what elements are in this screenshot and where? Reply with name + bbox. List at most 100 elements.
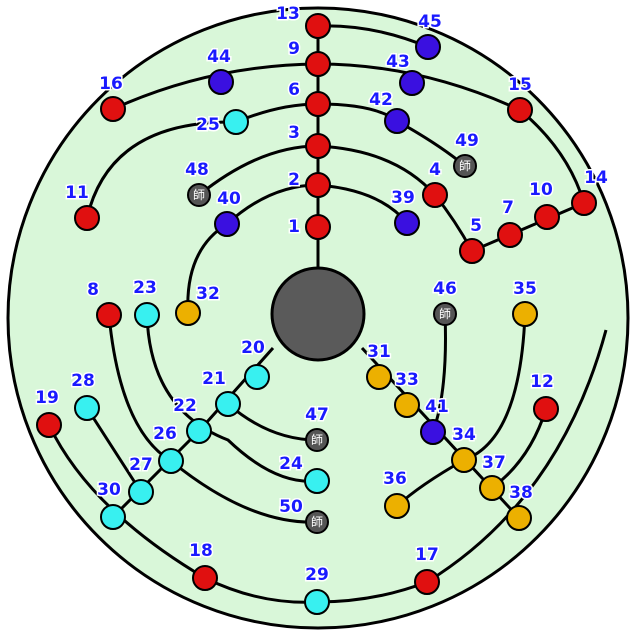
- board-node-12[interactable]: 12: [529, 371, 559, 422]
- board-node-48[interactable]: 師48: [184, 159, 211, 207]
- board-node-26[interactable]: 26: [152, 423, 184, 474]
- red-node-circle[interactable]: [305, 13, 331, 39]
- board-node-16[interactable]: 16: [98, 73, 126, 122]
- cyan-node-circle[interactable]: [74, 395, 100, 421]
- cyan-node-circle[interactable]: [100, 504, 126, 530]
- board-node-47[interactable]: 師47: [304, 404, 330, 452]
- yellow-node-circle[interactable]: [394, 392, 420, 418]
- red-node-circle[interactable]: [497, 222, 523, 248]
- red-node-circle[interactable]: [507, 97, 533, 123]
- blue-node-circle[interactable]: [208, 69, 234, 95]
- red-node-circle[interactable]: [305, 91, 331, 117]
- cyan-node-circle[interactable]: [128, 479, 154, 505]
- red-node-circle[interactable]: [534, 204, 560, 230]
- board-node-36[interactable]: 36: [382, 468, 410, 519]
- cyan-node-circle[interactable]: [158, 448, 184, 474]
- board-node-45[interactable]: 45: [415, 11, 443, 60]
- blue-node-circle[interactable]: [415, 34, 441, 60]
- yellow-node-circle[interactable]: [451, 447, 477, 473]
- red-node-circle[interactable]: [100, 96, 126, 122]
- yellow-node-circle[interactable]: [384, 493, 410, 519]
- board-node-31[interactable]: 31: [366, 341, 392, 390]
- cyan-node-circle[interactable]: [215, 391, 241, 417]
- board-node-39[interactable]: 39: [390, 187, 420, 236]
- red-node-circle[interactable]: [192, 565, 218, 591]
- yellow-node-circle[interactable]: [175, 300, 201, 326]
- board-node-46[interactable]: 師46: [432, 278, 458, 326]
- gray-node-circle[interactable]: [305, 428, 329, 452]
- board-node-34[interactable]: 34: [451, 424, 477, 473]
- board-node-29[interactable]: 29: [304, 564, 330, 615]
- board-node-41[interactable]: 41: [420, 396, 450, 445]
- cyan-node-circle[interactable]: [134, 302, 160, 328]
- red-node-circle[interactable]: [36, 412, 62, 438]
- board-node-11[interactable]: 11: [64, 182, 100, 231]
- board-node-43[interactable]: 43: [385, 51, 425, 96]
- board-node-33[interactable]: 33: [394, 369, 420, 418]
- board-node-15[interactable]: 15: [507, 74, 533, 123]
- board-node-9[interactable]: 9: [287, 38, 331, 77]
- red-node-circle[interactable]: [96, 302, 122, 328]
- cyan-node-circle[interactable]: [186, 418, 212, 444]
- yellow-node-circle[interactable]: [366, 364, 392, 390]
- board-node-49[interactable]: 師49: [453, 130, 480, 178]
- blue-node-circle[interactable]: [420, 419, 446, 445]
- yellow-node-circle[interactable]: [506, 505, 532, 531]
- red-node-circle[interactable]: [305, 51, 331, 77]
- board-node-40[interactable]: 40: [214, 188, 242, 237]
- blue-node-circle[interactable]: [399, 70, 425, 96]
- yellow-node-circle[interactable]: [479, 475, 505, 501]
- board-node-13[interactable]: 13: [275, 3, 331, 39]
- red-node-circle[interactable]: [533, 396, 559, 422]
- board-node-10[interactable]: 10: [528, 179, 560, 230]
- board-node-50[interactable]: 師50: [278, 496, 329, 534]
- board-node-30[interactable]: 30: [96, 479, 126, 530]
- board-node-22[interactable]: 22: [172, 395, 212, 444]
- red-node-circle[interactable]: [305, 214, 331, 240]
- blue-node-circle[interactable]: [384, 108, 410, 134]
- board-node-42[interactable]: 42: [368, 89, 410, 134]
- cyan-node-circle[interactable]: [304, 468, 330, 494]
- blue-node-circle[interactable]: [394, 210, 420, 236]
- red-node-circle[interactable]: [414, 569, 440, 595]
- board-node-21[interactable]: 21: [201, 368, 241, 417]
- board-node-24[interactable]: 24: [278, 453, 330, 494]
- board-node-23[interactable]: 23: [132, 277, 160, 328]
- red-node-circle[interactable]: [571, 190, 597, 216]
- blue-node-circle[interactable]: [214, 211, 240, 237]
- board-node-35[interactable]: 35: [512, 278, 538, 327]
- board-node-18[interactable]: 18: [188, 540, 218, 591]
- gray-node-circle[interactable]: [453, 154, 477, 178]
- red-node-circle[interactable]: [74, 205, 100, 231]
- board-node-20[interactable]: 20: [240, 337, 270, 390]
- board-node-32[interactable]: 32: [175, 283, 221, 326]
- board-node-1[interactable]: 1: [287, 214, 331, 240]
- board-node-3[interactable]: 3: [287, 122, 331, 159]
- gray-node-circle[interactable]: [187, 183, 211, 207]
- board-node-28[interactable]: 28: [70, 370, 100, 421]
- board-node-2[interactable]: 2: [287, 169, 331, 198]
- board-node-44[interactable]: 44: [206, 46, 234, 95]
- board-node-14[interactable]: 14: [571, 167, 609, 216]
- cyan-node-circle[interactable]: [244, 364, 270, 390]
- board-node-19[interactable]: 19: [34, 387, 62, 438]
- red-node-circle[interactable]: [305, 133, 331, 159]
- board-node-4[interactable]: 4: [422, 159, 448, 208]
- board-node-7[interactable]: 7: [497, 197, 523, 248]
- cyan-node-circle[interactable]: [304, 589, 330, 615]
- board-node-8[interactable]: 8: [86, 279, 122, 328]
- board-node-17[interactable]: 17: [414, 544, 440, 595]
- red-node-circle[interactable]: [422, 182, 448, 208]
- red-node-circle[interactable]: [459, 238, 485, 264]
- board-node-25[interactable]: 25: [195, 109, 249, 137]
- yellow-node-circle[interactable]: [512, 301, 538, 327]
- gray-node-circle[interactable]: [305, 510, 329, 534]
- board-node-5[interactable]: 5: [459, 215, 485, 264]
- board-node-27[interactable]: 27: [128, 454, 154, 505]
- board-node-38[interactable]: 38: [506, 482, 534, 531]
- gray-node-circle[interactable]: [433, 302, 457, 326]
- board-node-6[interactable]: 6: [287, 79, 331, 117]
- cyan-node-circle[interactable]: [223, 109, 249, 135]
- red-node-circle[interactable]: [305, 172, 331, 198]
- board-node-37[interactable]: 37: [479, 452, 507, 501]
